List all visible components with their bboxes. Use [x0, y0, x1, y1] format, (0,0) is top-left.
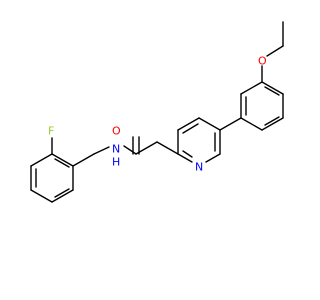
bond	[198, 117, 221, 131]
aromatic-bond	[264, 116, 280, 126]
bond	[219, 117, 242, 131]
structure-drawing: F N H O N O	[30, 21, 284, 203]
aromatic-bond	[264, 86, 280, 96]
bond	[177, 153, 193, 163]
bond	[156, 141, 179, 155]
bond	[30, 153, 53, 167]
carbonyl-oxygen-label: O	[112, 125, 121, 138]
amide-nitrogen-label: N	[112, 143, 120, 156]
bond	[240, 117, 263, 131]
fluorophenyl-ring	[30, 153, 74, 203]
bond	[93, 146, 110, 155]
bond	[266, 45, 284, 57]
aromatic-bond	[54, 188, 70, 198]
aromatic-bond	[54, 158, 70, 168]
bond	[240, 81, 263, 95]
bond	[177, 117, 200, 131]
pyridine-nitrogen-label: N	[195, 161, 203, 174]
bond	[261, 117, 284, 131]
bond	[51, 153, 74, 167]
ethoxyphenyl-ring	[240, 81, 284, 131]
pyridine-ring	[177, 117, 221, 163]
bond	[205, 153, 221, 163]
bond	[261, 81, 284, 95]
amide-hydrogen-label: H	[112, 156, 120, 169]
fluorine-atom-label: F	[48, 125, 54, 138]
aromatic-bond	[182, 123, 199, 134]
bond	[51, 189, 74, 203]
aromatic-bond	[182, 150, 193, 158]
bond	[123, 145, 137, 155]
bond	[72, 153, 95, 167]
bond	[30, 189, 53, 203]
molecule-canvas: F N H O N O	[30, 21, 284, 203]
ether-oxygen-label: O	[258, 55, 267, 68]
